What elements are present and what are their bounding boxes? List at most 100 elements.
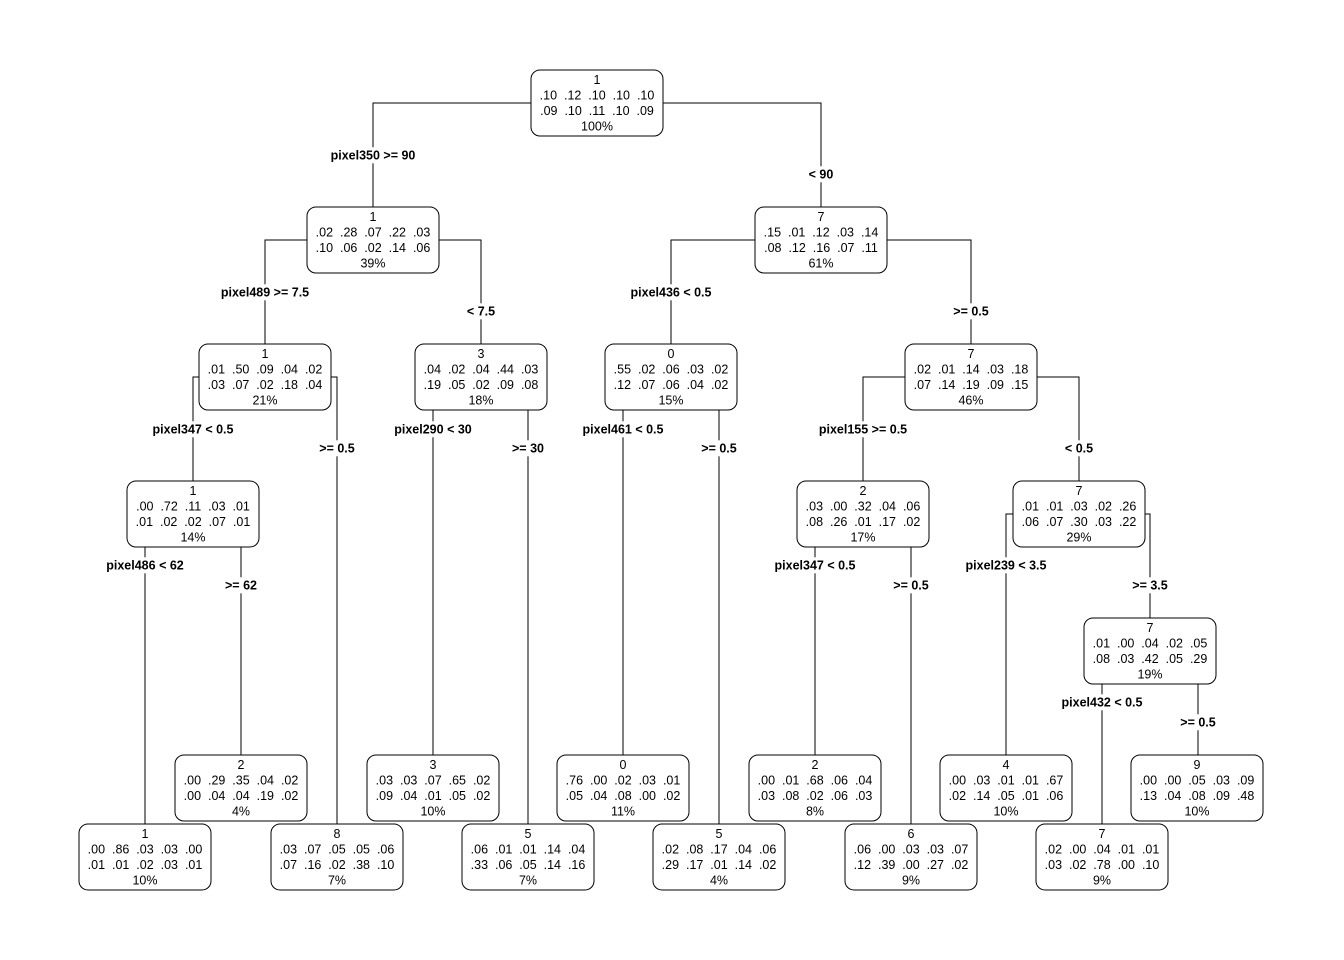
split-node: 1.00 .72 .11 .03 .01.01 .02 .02 .07 .011…: [126, 480, 260, 548]
node-class-label: 1: [142, 827, 149, 841]
node-percent: 17%: [850, 531, 875, 545]
node-probs-row1: .03 .00 .32 .04 .06: [806, 500, 921, 514]
node-class-label: 1: [190, 484, 197, 498]
node-percent: 11%: [611, 805, 635, 819]
node-box: [270, 823, 404, 891]
split-node: 3.04 .02 .04 .44 .03.19 .05 .02 .09 .081…: [414, 343, 548, 411]
node-box: [652, 823, 786, 891]
tree-edge: [862, 376, 905, 481]
node-percent: 21%: [252, 394, 277, 408]
node-box: [939, 754, 1073, 822]
node-box: [126, 480, 260, 548]
split-label-background: [772, 557, 858, 574]
node-class-label: 2: [860, 484, 867, 498]
node-probs-row1: .06 .00 .03 .03 .07: [854, 843, 969, 857]
split-label: >= 0.5: [893, 578, 928, 592]
node-percent: 8%: [806, 805, 824, 819]
node-box: [754, 206, 888, 274]
split-node: 0 .55 .02 .06 .03 .02.12 .07 .06 .04 .02 1…: [604, 343, 738, 411]
split-node: 7.02 .01 .14 .03 .18.07 .14 .19 .09 .154…: [904, 343, 1038, 411]
leaf-node: 6.06 .00 .03 .03 .07.12 .39 .00 .27 .029…: [844, 823, 978, 891]
node-box: [78, 823, 212, 891]
split-node: 7.01 .00 .04 .02 .05.08 .03 .42 .05 .291…: [1083, 617, 1217, 685]
split-label: >= 0.5: [319, 441, 354, 455]
node-probs-row2: .10 .06 .02 .14 .06: [316, 241, 431, 255]
node-box: [748, 754, 882, 822]
edges-layer: [127, 102, 1216, 824]
leaf-node: 2.00 .01 .68 .06 .04.03 .08 .02 .06 .038…: [748, 754, 882, 822]
node-box: [461, 823, 595, 891]
node-probs-row1: .10 .12 .10 .10 .10: [540, 89, 655, 103]
node-probs-row1: .01 .50 .09 .04 .02: [208, 363, 323, 377]
node-percent: 9%: [1093, 874, 1111, 888]
node-class-label: 0: [668, 347, 675, 361]
node-class-label: 2: [812, 758, 819, 772]
node-class-label: 7: [818, 210, 825, 224]
node-percent: 4%: [710, 874, 728, 888]
node-class-label: 2: [238, 758, 245, 772]
node-probs-row1: .02 .01 .14 .03 .18: [914, 363, 1029, 377]
split-label-background: [150, 421, 236, 438]
node-probs-row1: .06 .01 .01 .14 .04: [471, 843, 586, 857]
leaf-node: 5 .02 .08 .17 .04 .06.29 .17 .01 .14 .02 4…: [652, 823, 786, 891]
node-class-label: 1: [262, 347, 269, 361]
node-percent: 39%: [360, 257, 385, 271]
node-probs-row2: .00 .04 .04 .19 .02: [184, 789, 299, 803]
leaf-node: 0.76 .00 .02 .03 .01.05 .04 .08 .00 .021…: [556, 754, 690, 822]
node-probs-row1: .55 .02 .06 .03 .02: [614, 363, 729, 377]
leaf-node: 2.00 .29 .35 .04 .02.00 .04 .04 .19 .024…: [174, 754, 308, 822]
node-probs-row2: .09 .04 .01 .05 .02: [376, 789, 491, 803]
node-percent: 15%: [658, 394, 683, 408]
tree-edge: [331, 376, 338, 824]
split-label: < 7.5: [467, 304, 495, 318]
node-probs-row1: .03 .07 .05 .05 .06: [280, 843, 395, 857]
leaf-node: 5.06 .01 .01 .14 .04.33 .06 .05 .14 .167…: [461, 823, 595, 891]
node-box: [530, 69, 664, 137]
node-box: [1083, 617, 1217, 685]
leaf-node: 8.03 .07 .05 .05 .06.07 .16 .02 .38 .107…: [270, 823, 404, 891]
node-probs-row2: .08 .03 .42 .05 .29: [1093, 652, 1208, 666]
split-label: >= 30: [512, 441, 544, 455]
node-probs-row1: .03 .03 .07 .65 .02: [376, 774, 491, 788]
node-probs-row1: .00 .29 .35 .04 .02: [184, 774, 299, 788]
node-probs-row1: .02 .28 .07 .22 .03: [316, 226, 431, 240]
node-percent: 29%: [1066, 531, 1091, 545]
node-percent: 19%: [1137, 668, 1162, 682]
tree-edge: [670, 239, 755, 344]
tree-edge: [240, 513, 259, 755]
split-label-background: [317, 440, 357, 457]
node-class-label: 5: [716, 827, 723, 841]
node-class-label: 8: [334, 827, 341, 841]
split-label: >= 0.5: [701, 441, 736, 455]
node-probs-row2: .33 .06 .05 .14 .16: [471, 858, 586, 872]
split-label: pixel239 < 3.5: [966, 558, 1047, 572]
tree-edge: [372, 102, 531, 207]
nodes-layer: 1.10 .12 .10 .10 .10.09 .10 .11 .10 .091…: [78, 69, 1264, 891]
node-probs-row2: .07 .14 .19 .09 .15: [914, 378, 1029, 392]
split-label: >= 0.5: [1180, 715, 1215, 729]
node-class-label: 7: [1099, 827, 1106, 841]
split-node: 2.03 .00 .32 .04 .06.08 .26 .01 .17 .021…: [796, 480, 930, 548]
leaf-node: 4.00 .03 .01 .01 .67.02 .14 .05 .01 .061…: [939, 754, 1073, 822]
node-probs-row2: .02 .14 .05 .01 .06: [949, 789, 1064, 803]
node-percent: 61%: [808, 257, 833, 271]
node-probs-row2: .12 .07 .06 .04 .02: [614, 378, 729, 392]
node-class-label: 0: [620, 758, 627, 772]
node-percent: 10%: [132, 874, 157, 888]
split-label-background: [392, 421, 474, 438]
node-probs-row1: .02 .08 .17 .04 .06: [662, 843, 777, 857]
node-percent: 10%: [1184, 805, 1209, 819]
tree-edge: [264, 239, 307, 344]
node-box: [904, 343, 1038, 411]
split-label-background: [628, 284, 714, 301]
split-label-background: [816, 421, 910, 438]
leaf-node: 7.02 .00 .04 .01 .01.03 .02 .78 .00 .109…: [1035, 823, 1169, 891]
tree-edge: [887, 239, 972, 344]
node-class-label: 1: [594, 73, 601, 87]
node-box: [556, 754, 690, 822]
node-box: [174, 754, 308, 822]
split-label: pixel436 < 0.5: [631, 285, 712, 299]
node-class-label: 3: [478, 347, 485, 361]
split-label-background: [328, 147, 418, 164]
node-probs-row2: .29 .17 .01 .14 .02: [662, 858, 777, 872]
